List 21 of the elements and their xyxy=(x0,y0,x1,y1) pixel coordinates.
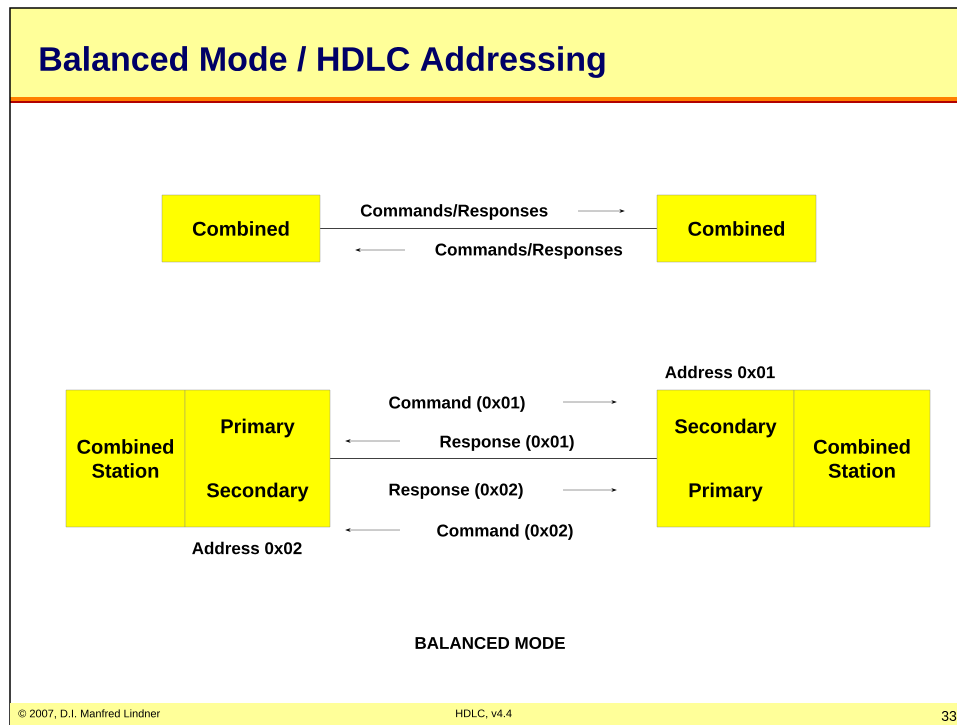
station-box: Secondary Primary xyxy=(656,390,794,528)
station-box: Combined xyxy=(162,194,320,262)
address-label: Address 0x01 xyxy=(665,366,775,378)
message-label: Commands/Responses xyxy=(360,204,548,220)
message-label: Response (0x01) xyxy=(440,435,574,451)
station-box: Combined Station xyxy=(794,390,930,528)
footer-text: 33 xyxy=(942,711,956,721)
message-label: Command (0x02) xyxy=(437,524,573,540)
footer-text: © 2007, D.I. Manfred Lindner xyxy=(18,709,160,719)
title: Balanced Mode / HDLC Addressing xyxy=(40,46,605,78)
connector-line xyxy=(320,228,658,229)
footer-text: HDLC, v4.4 xyxy=(456,709,512,719)
station-box: Combined xyxy=(656,194,816,262)
station-box: Combined Station xyxy=(66,390,186,528)
message-label: Response (0x02) xyxy=(390,483,523,499)
message-label: Commands/Responses xyxy=(436,243,622,259)
mode-caption: BALANCED MODE xyxy=(416,637,565,650)
station-box: Primary Secondary xyxy=(184,390,330,528)
connector-line xyxy=(330,458,658,459)
message-label: Command (0x01) xyxy=(389,396,525,412)
address-label: Address 0x02 xyxy=(192,542,302,554)
